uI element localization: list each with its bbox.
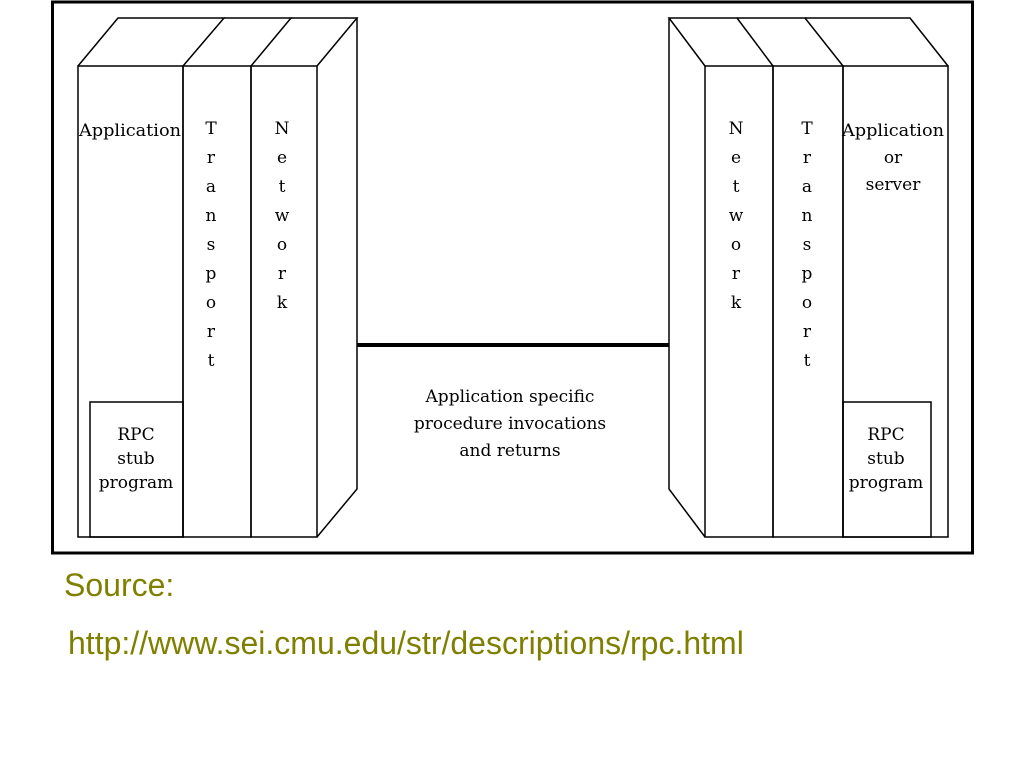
vertical-letter: r: [278, 264, 287, 284]
label-line: stub: [117, 449, 155, 469]
right-network-side: [668, 18, 706, 538]
vertical-letter: t: [208, 351, 215, 371]
label-line: server: [866, 175, 922, 195]
vertical-letter: o: [731, 235, 741, 255]
vertical-letter: r: [803, 322, 812, 342]
vertical-letter: w: [729, 206, 744, 226]
diagram-frame: [51, 0, 974, 555]
label-line: stub: [867, 449, 905, 469]
left-application-top: [77, 17, 226, 67]
left-network-box: [250, 65, 318, 538]
right-stub-label: RPC stub program: [849, 425, 924, 493]
vertical-letter: t: [804, 351, 811, 371]
vertical-letter: p: [802, 264, 813, 284]
vertical-letter: e: [731, 148, 741, 168]
vertical-letter: r: [803, 148, 812, 168]
label-line: RPC: [117, 425, 154, 445]
vertical-letter: s: [207, 235, 216, 255]
left-stub-label: RPC stub program: [99, 425, 174, 493]
vertical-letter: T: [801, 119, 813, 139]
vertical-letter: w: [275, 206, 290, 226]
vertical-letter: o: [206, 293, 216, 313]
vertical-letter: a: [206, 177, 216, 197]
label-line: and returns: [459, 441, 560, 461]
left-transport-top: [224, 17, 293, 67]
label-line: Application specific: [425, 387, 595, 407]
vertical-letter: n: [802, 206, 813, 226]
left-transport-box: [182, 65, 252, 538]
source-label: Source:: [64, 567, 175, 603]
label-line: RPC: [867, 425, 904, 445]
vertical-letter: a: [802, 177, 812, 197]
vertical-letter: n: [206, 206, 217, 226]
label-line: Application: [841, 121, 944, 141]
left-stack: [77, 17, 359, 538]
vertical-letter: k: [277, 293, 288, 313]
vertical-letter: r: [207, 322, 216, 342]
right-stub-box: [842, 401, 932, 538]
vertical-letter: N: [275, 119, 290, 139]
vertical-letter: k: [731, 293, 742, 313]
vertical-letter: N: [729, 119, 744, 139]
vertical-letter: t: [279, 177, 286, 197]
link-label: Application specific procedure invocation…: [414, 387, 606, 461]
right-application-top: [805, 17, 949, 67]
vertical-letter: o: [802, 293, 812, 313]
source-url[interactable]: http://www.sei.cmu.edu/str/descriptions/…: [68, 625, 744, 661]
vertical-letter: e: [277, 148, 287, 168]
label-line: program: [99, 473, 174, 493]
right-application-label: Application or server: [841, 121, 944, 195]
vertical-letter: r: [207, 148, 216, 168]
vertical-letter: p: [206, 264, 217, 284]
vertical-letter: s: [803, 235, 812, 255]
right-network-top: [667, 17, 774, 67]
vertical-letter: o: [277, 235, 287, 255]
left-application-label: Application: [78, 121, 181, 141]
right-stack: [667, 17, 949, 538]
label-line: program: [849, 473, 924, 493]
label-line: procedure invocations: [414, 414, 606, 434]
vertical-letter: T: [205, 119, 217, 139]
left-stub-box: [89, 401, 184, 538]
right-transport-top: [737, 17, 844, 67]
left-network-top: [291, 17, 359, 67]
vertical-letter: r: [732, 264, 741, 284]
vertical-letter: t: [733, 177, 740, 197]
left-network-side: [316, 18, 358, 538]
label-line: or: [884, 148, 903, 168]
